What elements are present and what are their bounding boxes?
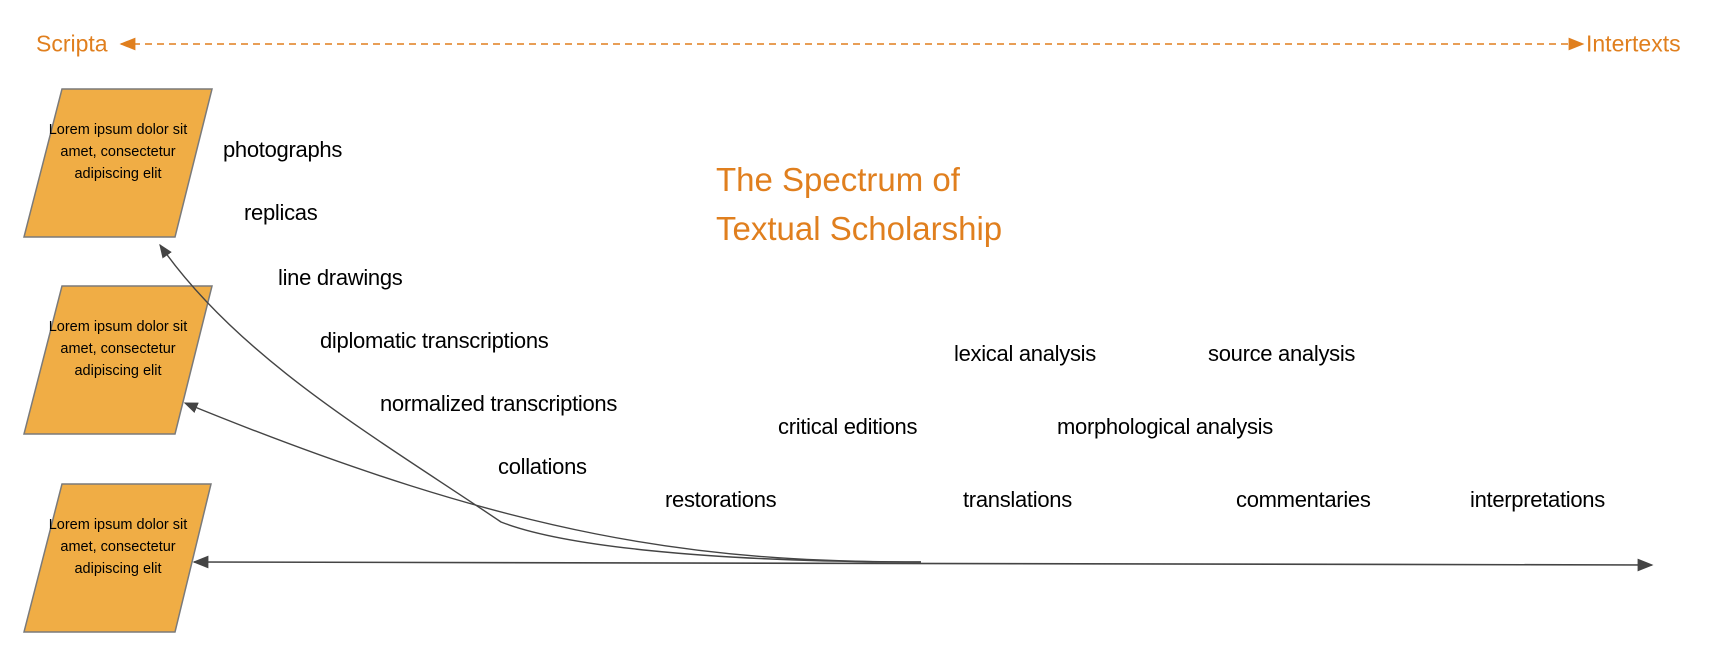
title-line-1: The Spectrum of <box>716 161 960 198</box>
item-line-drawings: line drawings <box>278 265 403 290</box>
scripta-label: Scripta <box>36 30 108 57</box>
box-3-text: Lorem ipsum dolor sit amet, consectetur … <box>48 517 188 577</box>
item-critical-editions: critical editions <box>778 414 918 439</box>
box-2-text: Lorem ipsum dolor sit amet, consectetur … <box>48 319 188 379</box>
item-morphological-analysis: morphological analysis <box>1057 414 1273 439</box>
item-photographs: photographs <box>223 137 343 162</box>
item-replicas: replicas <box>244 200 318 225</box>
item-interpretations: interpretations <box>1470 487 1605 512</box>
item-commentaries: commentaries <box>1236 487 1371 512</box>
intertexts-label: Intertexts <box>1586 30 1681 57</box>
item-diplomatic-transcriptions: diplomatic transcriptions <box>320 328 549 353</box>
title-line-2: Textual Scholarship <box>716 210 1003 247</box>
spectrum-axis-arrow <box>192 555 1654 572</box>
box-2-shape <box>23 285 213 435</box>
item-collations: collations <box>498 454 587 479</box>
item-restorations: restorations <box>665 487 777 512</box>
box-1-shape <box>23 88 213 238</box>
box-3-shape <box>23 483 212 633</box>
diagram-title: The Spectrum of Textual Scholarship <box>716 155 1002 253</box>
box-1-text: Lorem ipsum dolor sit amet, consectetur … <box>48 122 188 182</box>
item-translations: translations <box>963 487 1072 512</box>
item-lexical-analysis: lexical analysis <box>954 341 1096 366</box>
item-source-analysis: source analysis <box>1208 341 1356 366</box>
item-normalized-transcriptions: normalized transcriptions <box>380 391 618 416</box>
curve-to-box-1 <box>159 243 922 563</box>
